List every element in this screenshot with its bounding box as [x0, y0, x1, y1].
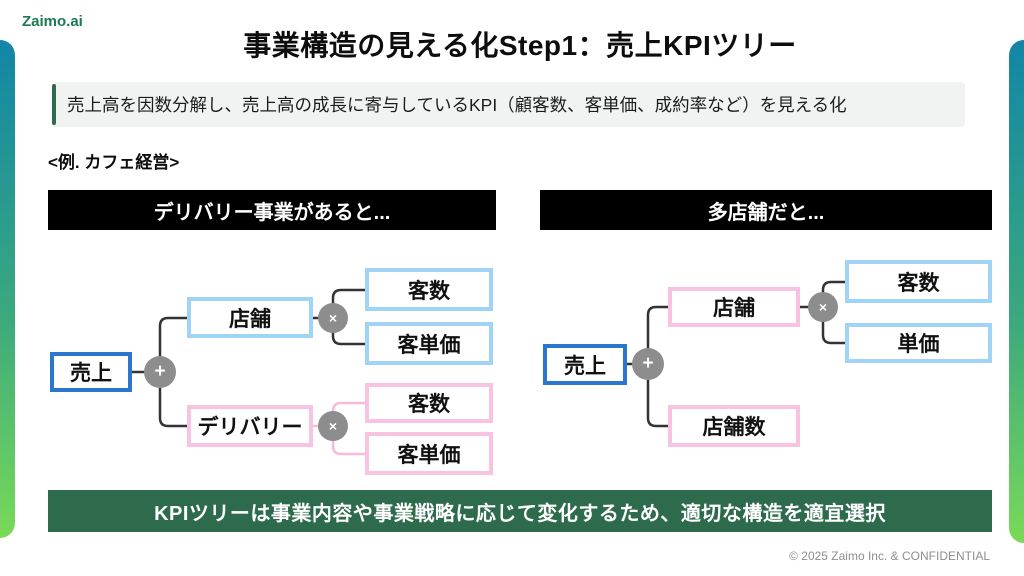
connector-right-mult-to-kyakusu	[821, 280, 847, 309]
right-tree-multiply-operator-icon: ×	[808, 292, 838, 322]
left-tree-plus-operator-icon: +	[144, 356, 176, 388]
left-tree-root-node: 売上	[50, 352, 132, 392]
right-panel-header: 多店舗だと...	[540, 190, 992, 230]
bottom-banner: KPIツリーは事業内容や事業戦略に応じて変化するため、適切な構造を適宜選択	[48, 490, 992, 532]
left-tree-multiply-operator-icon-1: ×	[318, 303, 348, 333]
zaimo-logo: Zaimo.ai	[22, 13, 83, 30]
right-tree-tenpo-node: 店舗	[668, 287, 800, 327]
left-tree-delivery-node: デリバリー	[187, 405, 313, 447]
left-tree-kyakusu-node: 客数	[365, 268, 493, 311]
summary-accent-bar	[52, 84, 56, 125]
summary-callout: 売上高を因数分解し、売上高の成長に寄与しているKPI（顧客数、客単価、成約率など…	[52, 82, 965, 127]
left-tree-kyakutanka-node: 客単価	[365, 322, 493, 365]
connector-right-mult-to-tanka	[821, 305, 847, 345]
left-gradient-bar	[0, 40, 15, 538]
example-label: <例. カフェ経営>	[48, 153, 180, 172]
right-gradient-bar	[1009, 40, 1024, 543]
right-tree-plus-operator-icon: +	[632, 348, 664, 380]
connector-right-plus-to-tenposu	[646, 362, 670, 428]
connector-left-mult2-to-kyakutanka	[331, 424, 367, 456]
connector-left-mult-to-kyakusu	[331, 288, 367, 320]
connector-left-plus-to-delivery	[158, 370, 189, 428]
connector-right-plus-to-tenpo	[646, 305, 670, 366]
right-tree-kyakusu-node: 客数	[845, 260, 992, 303]
page-title: 事業構造の見える化Step1：売上KPIツリー	[243, 30, 797, 61]
left-tree-branch-tenpo-node: 店舗	[187, 297, 313, 338]
right-tree-root-node: 売上	[543, 344, 627, 385]
left-tree-delivery-kyakusu-node: 客数	[365, 383, 493, 423]
footer-copyright: © 2025 Zaimo Inc. & CONFIDENTIAL	[789, 549, 990, 563]
left-tree-delivery-kyakutanka-node: 客単価	[365, 432, 493, 475]
summary-text: 売上高を因数分解し、売上高の成長に寄与しているKPI（顧客数、客単価、成約率など…	[67, 95, 847, 115]
right-tree-tenposu-node: 店舗数	[668, 405, 800, 447]
left-tree-multiply-operator-icon-2: ×	[318, 411, 348, 441]
connector-left-mult2-to-kyakusu	[331, 401, 367, 428]
left-panel-header: デリバリー事業があると...	[48, 190, 496, 230]
connector-left-mult-to-kyakutanka	[331, 316, 367, 346]
right-tree-tanka-node: 単価	[845, 323, 992, 363]
connector-left-plus-to-tenpo	[158, 316, 189, 374]
